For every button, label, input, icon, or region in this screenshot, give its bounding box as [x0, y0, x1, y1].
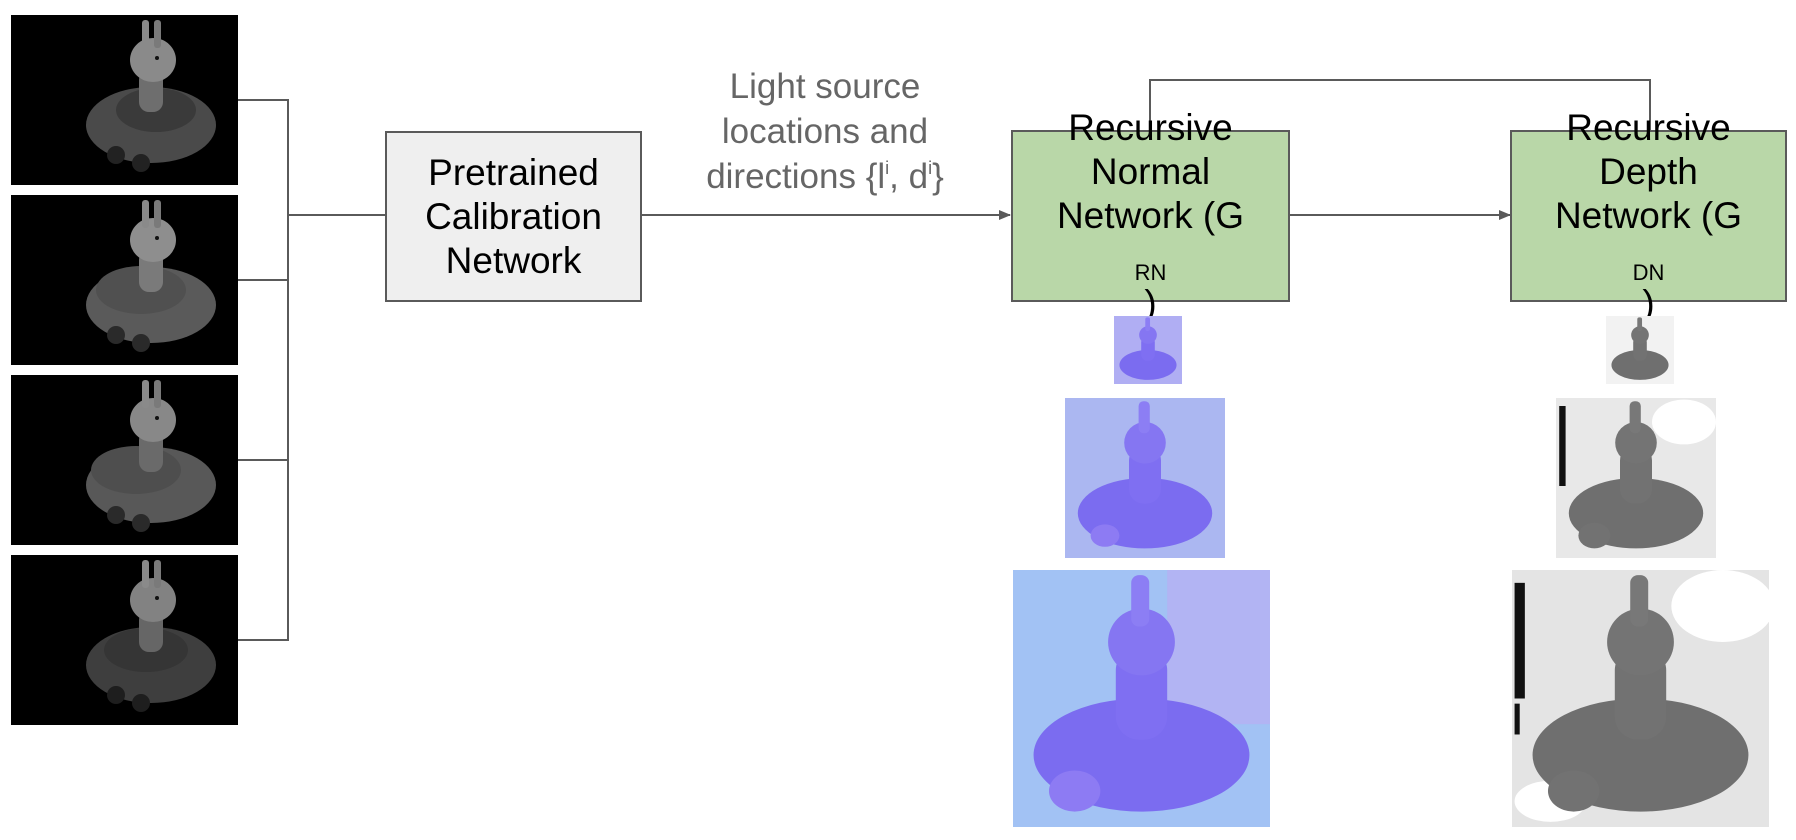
- label-middle: , d: [889, 157, 929, 196]
- input-bracket: [238, 99, 289, 641]
- recursive-depth-network-box: Recursive Depth Network (G DN): [1510, 107, 1787, 324]
- light-source-label-line-2: locations and: [721, 112, 929, 151]
- input-image-1: [11, 15, 238, 185]
- depth-line-3-prefix: Network (G: [1554, 195, 1743, 236]
- normal-map-image-icon: [1065, 398, 1225, 558]
- normal-line-3: Network (G RN): [1057, 194, 1244, 326]
- light-source-label: Light source locations and directions {l…: [660, 64, 990, 199]
- label-prefix: directions {l: [706, 157, 886, 196]
- calibration-line-3: Network: [445, 239, 582, 281]
- normal-line-3-prefix: Network (G: [1056, 195, 1245, 236]
- normal-line-2: Normal: [1090, 151, 1211, 192]
- normal-map-image-icon: [1013, 570, 1270, 827]
- rabbit-toy-photo-icon: [11, 195, 238, 365]
- label-superscript-1: i: [885, 158, 890, 178]
- depth-map-image-icon: [1606, 316, 1674, 384]
- depth-map-image-icon: [1556, 398, 1716, 558]
- light-source-label-line-3: directions {li, di}: [660, 154, 990, 199]
- depth-line-3: Network (G DN): [1555, 194, 1742, 326]
- depth-line-2: Depth: [1599, 151, 1698, 192]
- rabbit-toy-photo-icon: [11, 375, 238, 545]
- recursive-feedback-line: [1149, 79, 1651, 130]
- depth-subscript: DN: [1632, 260, 1665, 285]
- rabbit-toy-photo-icon: [11, 555, 238, 725]
- depth-map-output-medium: [1556, 398, 1716, 558]
- input-image-4: [11, 555, 238, 725]
- label-suffix: }: [932, 157, 944, 196]
- normal-map-output-medium: [1065, 398, 1225, 558]
- normal-map-output-small: [1114, 316, 1182, 384]
- depth-map-image-icon: [1512, 570, 1769, 827]
- label-superscript-2: i: [928, 158, 933, 178]
- calibration-line-1: Pretrained: [428, 151, 599, 193]
- rabbit-toy-photo-icon: [11, 15, 238, 185]
- calibration-network-box: Pretrained Calibration Network: [385, 131, 642, 302]
- normal-map-image-icon: [1114, 316, 1182, 384]
- depth-line-1: Recursive: [1566, 107, 1731, 148]
- recursive-normal-network-box: Recursive Normal Network (G RN): [1011, 107, 1290, 324]
- normal-subscript: RN: [1134, 260, 1167, 285]
- input-image-2: [11, 195, 238, 365]
- normal-line-3-suffix: ): [1144, 283, 1157, 324]
- normal-line-1: Recursive: [1068, 107, 1233, 148]
- light-source-label-line-1: Light source: [729, 67, 921, 106]
- depth-line-3-suffix: ): [1642, 283, 1655, 324]
- normal-map-output-large: [1013, 570, 1270, 827]
- depth-map-output-small: [1606, 316, 1674, 384]
- calibration-line-2: Calibration: [425, 195, 602, 237]
- depth-map-output-large: [1512, 570, 1769, 827]
- input-image-3: [11, 375, 238, 545]
